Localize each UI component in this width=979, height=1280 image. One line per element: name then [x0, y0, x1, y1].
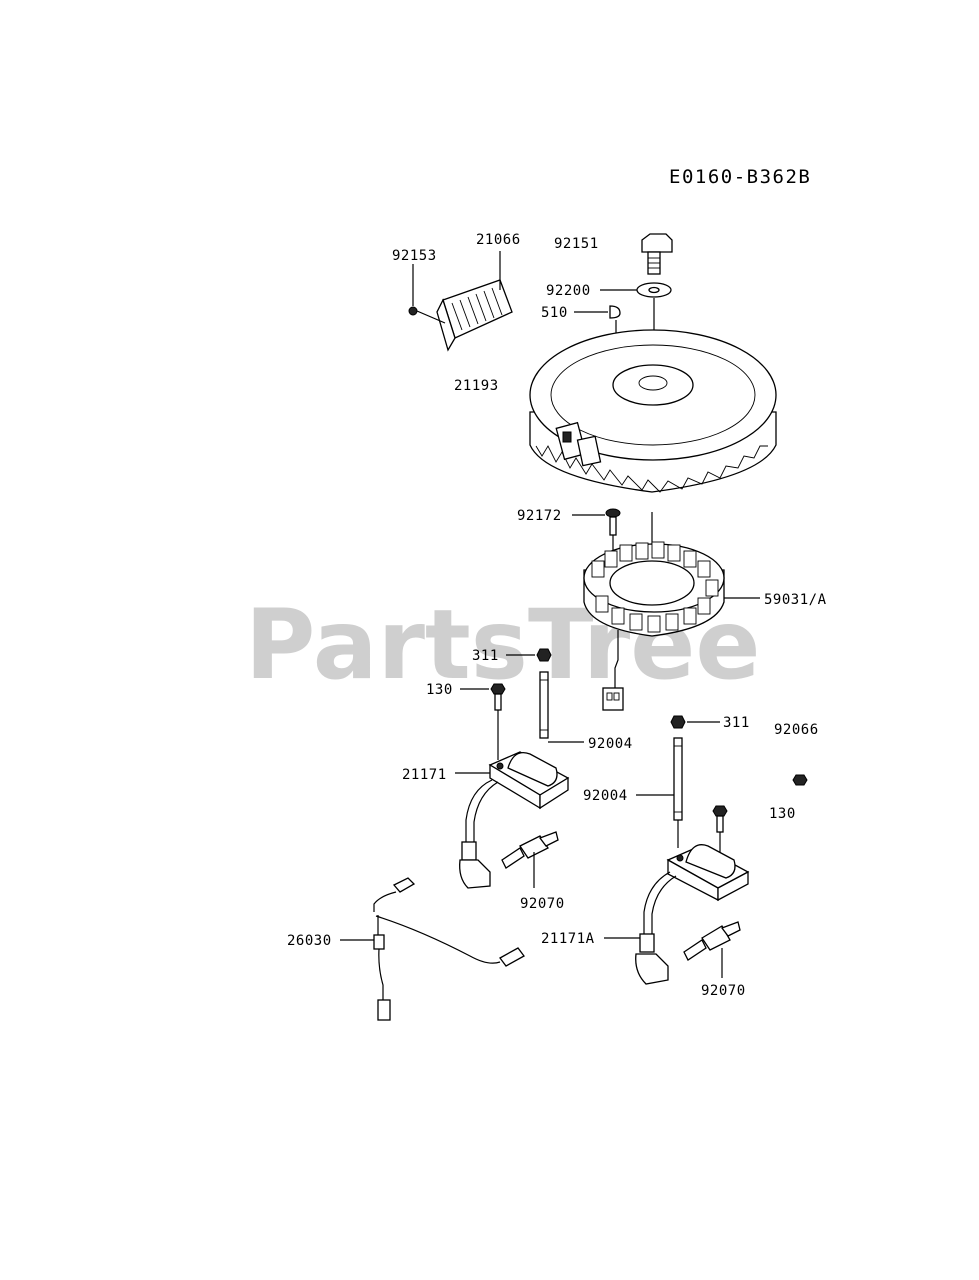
coil-21171[interactable]	[455, 751, 570, 889]
label-510: 510	[541, 305, 568, 321]
label-59031a: 59031/A	[764, 592, 827, 608]
label-92004-right: 92004	[583, 788, 628, 804]
bolt-130-right[interactable]	[712, 805, 728, 852]
label-311-left: 311	[472, 648, 499, 664]
diagram-code: E0160-B362B	[669, 166, 811, 188]
label-130-left: 130	[426, 682, 453, 698]
nut-311-left[interactable]	[506, 648, 552, 662]
spark-plug-92070-right[interactable]	[683, 921, 741, 978]
stud-92004-right[interactable]	[636, 737, 683, 848]
lead-wire-26030[interactable]	[340, 877, 525, 1021]
label-92151: 92151	[554, 236, 599, 252]
label-21171a: 21171A	[541, 931, 595, 947]
label-92200: 92200	[546, 283, 591, 299]
label-21171: 21171	[402, 767, 447, 783]
label-92172: 92172	[517, 508, 562, 524]
label-92153: 92153	[392, 248, 437, 264]
spark-plug-92070-left[interactable]	[501, 831, 559, 888]
washer-92200[interactable]	[600, 282, 672, 298]
nut-311-right[interactable]	[670, 715, 720, 729]
label-311-right: 311	[723, 715, 750, 731]
label-21193: 21193	[454, 378, 499, 394]
key-510[interactable]	[574, 305, 621, 319]
label-92004-left: 92004	[588, 736, 633, 752]
label-92066: 92066	[774, 722, 819, 738]
regulator-21066[interactable]	[436, 251, 513, 352]
nut-92066[interactable]	[792, 774, 808, 786]
label-26030: 26030	[287, 933, 332, 949]
bolt-130-left[interactable]	[460, 683, 506, 760]
label-92070-left: 92070	[520, 896, 565, 912]
screw-92172[interactable]	[572, 508, 621, 560]
stud-92004-left[interactable]	[539, 671, 584, 743]
bolt-92151[interactable]	[641, 233, 673, 275]
label-92070-right: 92070	[701, 983, 746, 999]
stator-59031[interactable]	[583, 541, 760, 711]
flywheel-21193[interactable]	[529, 329, 777, 493]
coil-21171a[interactable]	[604, 844, 750, 985]
label-130-right: 130	[769, 806, 796, 822]
screw-92153[interactable]	[408, 264, 446, 324]
label-21066: 21066	[476, 232, 521, 248]
